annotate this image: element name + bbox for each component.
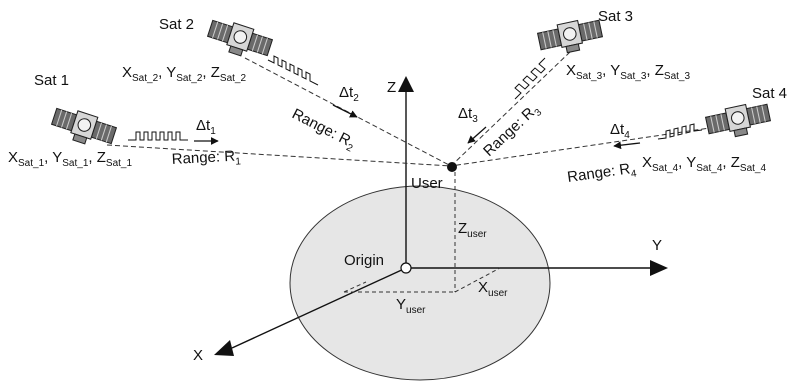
range-r1-label: Range: R1 xyxy=(171,147,241,171)
sat3-coordinates: XSat_3, YSat_3, ZSat_3 xyxy=(566,62,690,82)
sat1-coordinates: XSat_1, YSat_1, ZSat_1 xyxy=(8,149,132,169)
satellite-icon xyxy=(704,99,773,143)
z-axis-label: Z xyxy=(387,79,396,96)
sat2-label: Sat 2 xyxy=(159,16,194,33)
x-axis-arrow-icon xyxy=(214,340,234,356)
range-r4-label: Range: R4 xyxy=(566,159,637,188)
sat4-label: Sat 4 xyxy=(752,85,787,102)
satellite-icon xyxy=(48,103,119,153)
delta-t2-label: Δt2 xyxy=(339,84,359,104)
origin-label: Origin xyxy=(344,252,384,269)
sat3-label: Sat 3 xyxy=(598,8,633,25)
signal-pulse-sat2 xyxy=(267,55,319,86)
delta-t3-label: Δt3 xyxy=(458,105,478,125)
x-axis-label: X xyxy=(193,347,203,364)
delta-arrow-sat4 xyxy=(613,141,641,150)
origin-point-icon xyxy=(400,262,412,274)
delta-t4-label: Δt4 xyxy=(610,121,630,141)
z-user-label: Zuser xyxy=(458,220,487,240)
earth-ellipse xyxy=(289,185,551,381)
sat4-coordinates: XSat_4, YSat_4, ZSat_4 xyxy=(642,154,766,174)
signal-pulse-sat3 xyxy=(514,57,546,100)
delta-arrow-sat3 xyxy=(467,126,487,144)
range-r3-label: Range: R3 xyxy=(480,100,544,162)
y-axis-label: Y xyxy=(652,237,662,254)
user-x-dashed xyxy=(454,267,501,293)
satellite-icon xyxy=(536,15,605,59)
sat1-label: Sat 1 xyxy=(34,72,69,89)
range-line-sat1 xyxy=(106,144,452,167)
satellite-icon xyxy=(204,15,275,65)
signal-pulse-sat4 xyxy=(657,123,703,140)
y-user-label: Yuser xyxy=(396,296,426,316)
signal-pulse-sat1 xyxy=(128,131,188,141)
y-axis-arrow-icon xyxy=(650,260,668,276)
user-point-icon xyxy=(447,162,457,172)
sat2-coordinates: XSat_2, YSat_2, ZSat_2 xyxy=(122,64,246,84)
delta-t1-label: Δt1 xyxy=(196,117,216,137)
range-line-sat3 xyxy=(450,51,571,167)
delta-arrow-sat2 xyxy=(332,104,358,118)
x-axis-line xyxy=(231,267,407,349)
user-label: User xyxy=(411,175,443,192)
z-axis-arrow-icon xyxy=(398,76,414,92)
range-line-sat4 xyxy=(450,124,731,167)
x-user-label: Xuser xyxy=(478,279,508,299)
